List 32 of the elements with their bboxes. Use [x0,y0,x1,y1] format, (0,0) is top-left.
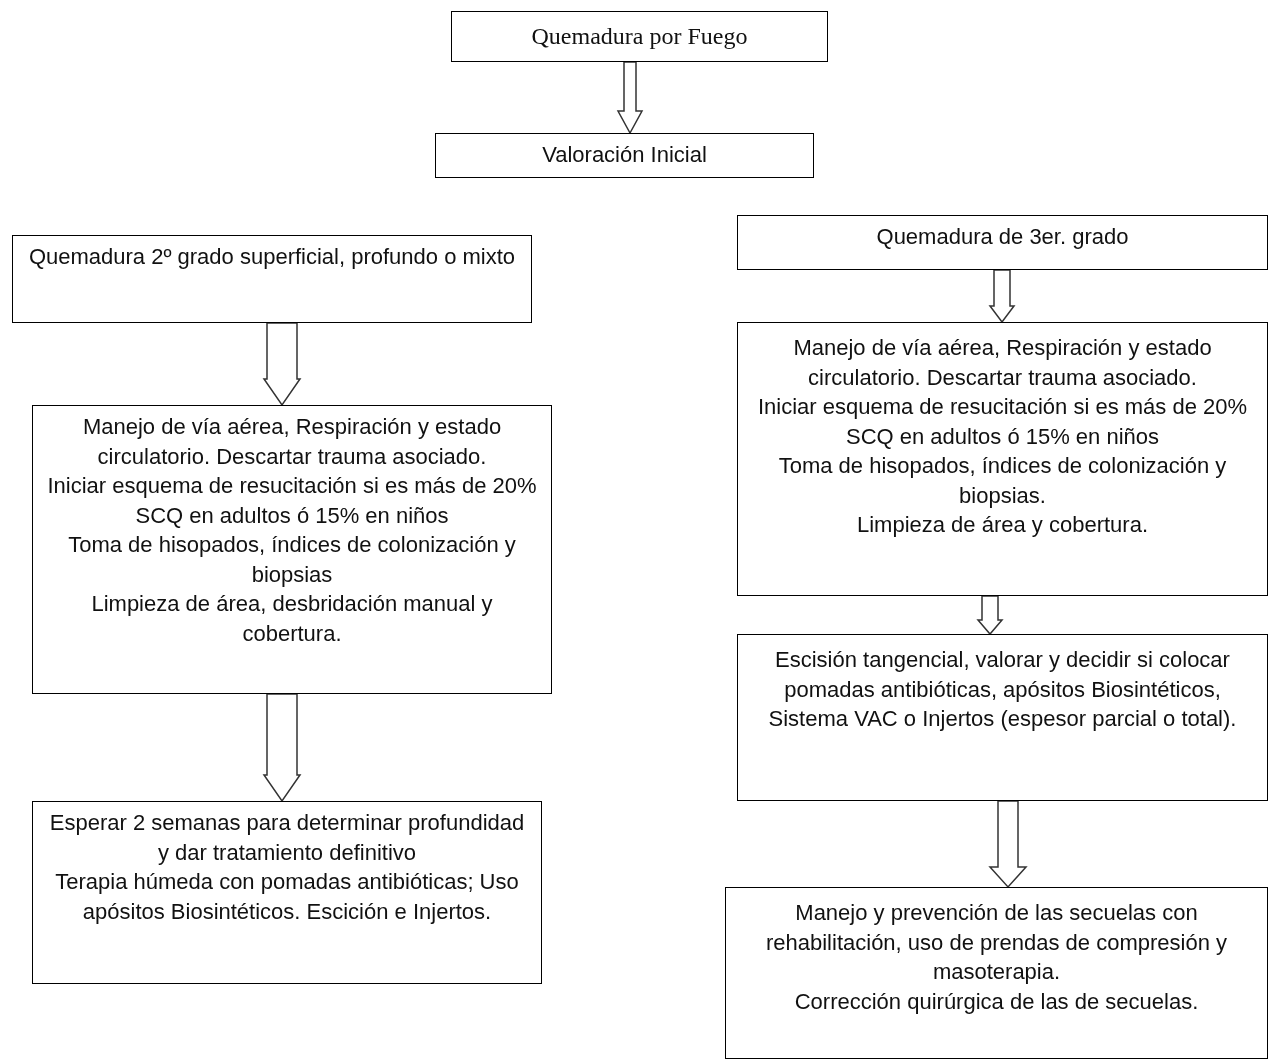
process-text: Toma de hisopados, índices de colonización y biopsias. [777,452,1228,510]
process-text: Corrección quirúrgica de las de secuelas. [793,987,1200,1016]
block-arrow [262,322,302,407]
block-arrow [988,269,1016,324]
process-text: Toma de hisopados, índices de colonización y biopsias [67,531,517,589]
process-box [435,133,814,178]
block-arrow [976,595,1004,636]
process-box [32,801,542,984]
process-box [737,322,1268,596]
process-text: Manejo de vía aérea, Respiración y estado circulatorio. Descartar trauma asociado. [792,334,1213,392]
process-text: Quemadura de 3er. grado [875,223,1130,251]
block-arrow [616,61,644,135]
process-text: Quemadura por Fuego [530,22,749,51]
process-box [725,887,1268,1059]
process-text: Iniciar esquema de resucitación si es más de 20% SCQ en adultos ó 15% en niños [46,472,538,530]
process-box [12,235,532,323]
process-text: Limpieza de área y cobertura. [855,511,1150,539]
process-text: Iniciar esquema de resucitación si es más de 20% SCQ en adultos ó 15% en niños [756,393,1249,451]
process-text: Escisión tangencial, valorar y decidir si colocar pomadas antibióticas, apósitos Biosintéticos, Sistema VAC o Injertos (espesor parcial o total). [767,646,1238,733]
process-text: Esperar 2 semanas para determinar profundidad y dar tratamiento definitivo [48,809,526,867]
process-text: Manejo de vía aérea, Respiración y estado circulatorio. Descartar trauma asociado. [81,413,503,471]
process-text: Valoración Inicial [541,141,708,169]
process-text: Quemadura 2º grado superficial, profundo o mixto [27,243,517,271]
block-arrow [988,800,1028,889]
process-text: Terapia húmeda con pomadas antibióticas; Uso apósitos Biosintéticos. Escición e Injertos. [54,868,520,926]
process-text: Limpieza de área, desbridación manual y cobertura. [90,590,494,648]
process-box [32,405,552,694]
process-box [737,634,1268,801]
block-arrow [262,693,302,803]
process-box [737,215,1268,270]
process-box [451,11,828,62]
process-text: Manejo y prevención de las secuelas con rehabilitación, uso de prendas de compresión y masoterapia. [764,899,1229,986]
